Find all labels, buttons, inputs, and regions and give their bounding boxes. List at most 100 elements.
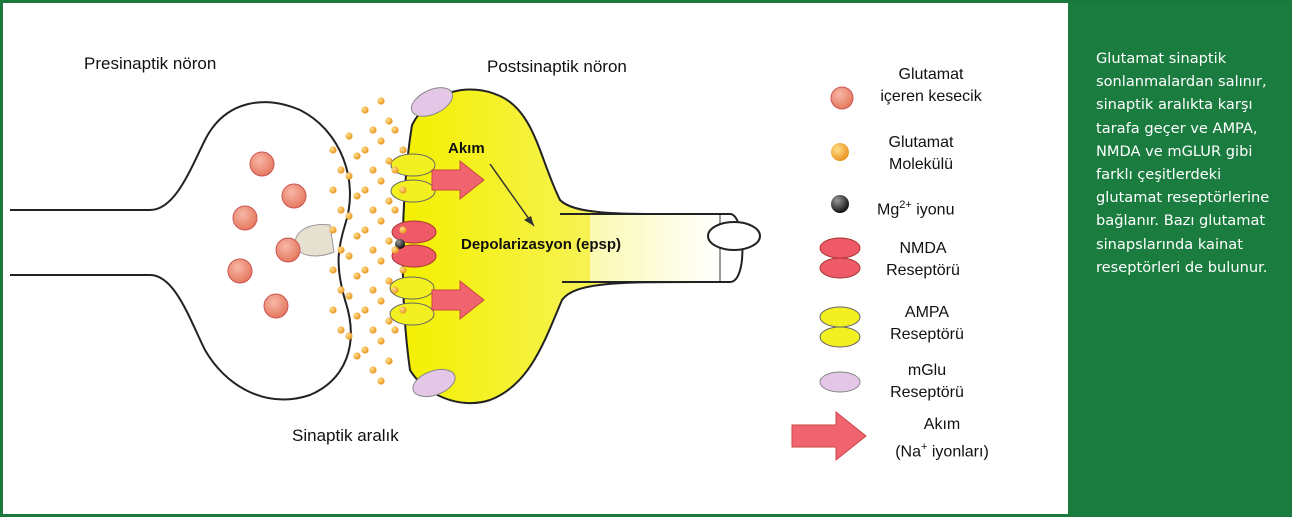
legend-molecule-line2: Molekülü xyxy=(889,156,953,173)
glutamate-molecule xyxy=(361,146,368,153)
glutamate-molecule xyxy=(399,146,406,153)
glutamate-molecule xyxy=(345,252,352,259)
side-note-text: Glutamat sinaptik sonlanmalardan salınır… xyxy=(1096,47,1271,279)
glutamate-molecule xyxy=(385,357,392,364)
legend-vesicle-label: Glutamat içeren kesecik xyxy=(876,64,986,108)
legend-nmda-line2: Reseptörü xyxy=(886,262,960,279)
glutamate-molecule xyxy=(391,246,398,253)
glutamate-molecule xyxy=(337,286,344,293)
side-note-panel: Glutamat sinaptik sonlanmalardan salınır… xyxy=(1068,3,1289,514)
glutamate-molecule xyxy=(385,277,392,284)
ampa-receptor xyxy=(391,154,435,176)
legend-ampa-label: AMPA Reseptörü xyxy=(872,302,982,346)
glutamate-molecule xyxy=(369,166,376,173)
vesicle xyxy=(250,152,274,176)
glutamate-molecule xyxy=(353,312,360,319)
glutamate-molecule xyxy=(361,266,368,273)
glutamate-molecule xyxy=(369,366,376,373)
glutamate-molecule xyxy=(369,126,376,133)
glutamate-molecule xyxy=(329,146,336,153)
glutamate-molecule xyxy=(385,237,392,244)
postsynaptic-label: Postsinaptik nöron xyxy=(487,57,627,77)
glutamate-molecule xyxy=(329,266,336,273)
glutamate-molecule xyxy=(345,332,352,339)
ampa-receptor xyxy=(390,303,434,325)
glutamate-molecule xyxy=(361,226,368,233)
legend-mg-prefix: Mg xyxy=(877,201,899,218)
legend-vesicle-line1: Glutamat xyxy=(899,66,964,83)
glutamate-molecule xyxy=(369,246,376,253)
legend-mg-icon xyxy=(831,195,849,213)
glutamate-molecule xyxy=(391,286,398,293)
legend-vesicle-icon xyxy=(831,87,853,109)
vesicle xyxy=(228,259,252,283)
glutamate-molecule xyxy=(377,337,384,344)
vesicle xyxy=(233,206,257,230)
glutamate-molecule xyxy=(369,286,376,293)
legend-molecule-icon xyxy=(831,143,849,161)
glutamate-molecule xyxy=(329,226,336,233)
glutamate-molecule xyxy=(361,186,368,193)
glutamate-molecule xyxy=(353,272,360,279)
legend-mglu-label: mGlu Reseptörü xyxy=(872,360,982,404)
glutamate-molecule xyxy=(337,166,344,173)
legend-nmda-line1: NMDA xyxy=(899,240,946,257)
glutamate-molecule xyxy=(385,317,392,324)
glutamate-molecule xyxy=(391,166,398,173)
glutamate-molecule xyxy=(353,352,360,359)
legend-mglu-line1: mGlu xyxy=(908,362,946,379)
legend-icons xyxy=(792,87,866,460)
glutamate-molecule xyxy=(337,246,344,253)
glutamate-molecule xyxy=(361,346,368,353)
glutamate-molecule xyxy=(361,106,368,113)
vesicle xyxy=(276,238,300,262)
synaptic-cleft-label: Sinaptik aralık xyxy=(292,426,399,446)
glutamate-molecule xyxy=(345,132,352,139)
legend-vesicle-line2: içeren kesecik xyxy=(880,88,981,105)
glutamate-molecule xyxy=(399,266,406,273)
legend-current-arrow-icon xyxy=(792,412,866,460)
legend-current-line1: Akım xyxy=(924,416,960,433)
legend-current-prefix: (Na xyxy=(895,443,921,460)
glutamate-molecule xyxy=(377,137,384,144)
glutamate-molecule xyxy=(337,206,344,213)
legend-current-label: Akım (Na+ iyonları) xyxy=(872,414,1012,463)
glutamate-molecule xyxy=(399,186,406,193)
glutamate-molecule xyxy=(385,117,392,124)
glutamate-molecule xyxy=(353,152,360,159)
current-label: Akım xyxy=(448,140,485,157)
depolarization-label: Depolarizasyon (epsp) xyxy=(461,236,621,253)
legend-ampa-line1: AMPA xyxy=(905,304,949,321)
legend-mg-suffix: iyonu xyxy=(912,201,955,218)
glutamate-molecule xyxy=(377,97,384,104)
legend-current-suffix: iyonları) xyxy=(927,443,988,460)
glutamate-molecule xyxy=(353,192,360,199)
glutamate-molecule xyxy=(391,206,398,213)
glutamate-molecule xyxy=(361,306,368,313)
glutamate-molecule xyxy=(345,292,352,299)
glutamate-molecule xyxy=(385,197,392,204)
legend-mg-label: Mg2+ iyonu xyxy=(877,194,954,221)
glutamate-molecule xyxy=(399,226,406,233)
legend-mglu-line2: Reseptörü xyxy=(890,384,964,401)
legend-ampa-icon xyxy=(820,307,860,327)
presynaptic-label: Presinaptik nöron xyxy=(84,54,216,74)
glutamate-molecule xyxy=(369,206,376,213)
legend-ampa-icon xyxy=(820,327,860,347)
glutamate-molecule xyxy=(353,232,360,239)
glutamate-molecule xyxy=(377,177,384,184)
legend-molecule-line1: Glutamat xyxy=(889,134,954,151)
glutamate-molecule xyxy=(329,306,336,313)
glutamate-molecule xyxy=(377,377,384,384)
legend-mg-sup: 2+ xyxy=(899,199,912,211)
ampa-receptor xyxy=(391,180,435,202)
glutamate-molecule xyxy=(385,157,392,164)
glutamate-molecule xyxy=(391,126,398,133)
glutamate-molecule xyxy=(391,326,398,333)
legend-nmda-icon xyxy=(820,238,860,258)
glutamate-molecule xyxy=(399,306,406,313)
glutamate-molecule xyxy=(345,212,352,219)
glutamate-molecule xyxy=(377,217,384,224)
vesicle xyxy=(264,294,288,318)
glutamate-molecule xyxy=(329,186,336,193)
